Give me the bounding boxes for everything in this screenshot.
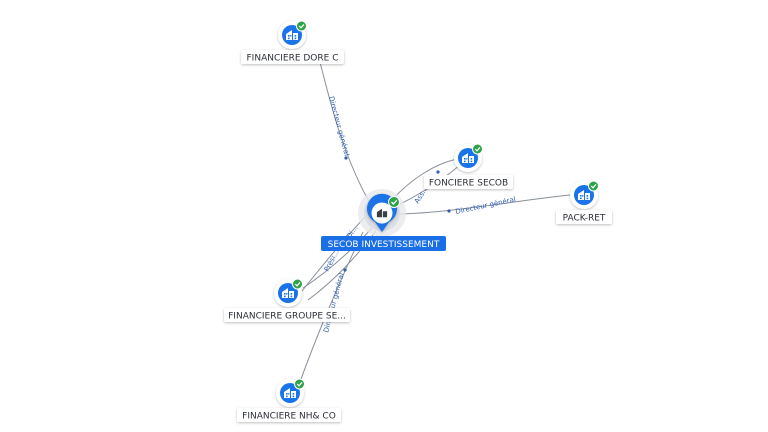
edge-arrows	[343, 156, 451, 272]
node-financiere-dore[interactable]	[278, 20, 307, 49]
node-label-financiere-dore[interactable]: FINANCIERE DORE C	[241, 50, 344, 64]
check-icon	[472, 143, 483, 155]
check-icon	[296, 20, 307, 32]
arrow-head	[343, 268, 347, 272]
node-pack-ret[interactable]	[570, 180, 599, 209]
edge-groupe-a[interactable]	[302, 227, 373, 289]
node-financiere-groupe[interactable]	[274, 278, 303, 307]
center-node[interactable]	[358, 189, 406, 237]
svg-text:FONCIERE SECOB: FONCIERE SECOB	[429, 179, 508, 189]
svg-text:FINANCIERE DORE C: FINANCIERE DORE C	[247, 54, 339, 64]
node-fonciere-secob[interactable]	[454, 143, 483, 172]
edge-label-packret: Directeur général	[455, 195, 517, 216]
edge-label-nh: Directeur général	[322, 272, 346, 333]
arrow-head	[436, 170, 440, 174]
edge-labels: Directeur général Ass... Directeur génér…	[322, 95, 516, 333]
arrow-head	[344, 156, 348, 160]
check-icon	[292, 278, 303, 290]
center-label-text: SECOB INVESTISSEMENT	[328, 240, 440, 250]
check-icon	[588, 180, 599, 192]
arrow-head	[447, 209, 451, 213]
building-icon	[376, 208, 388, 218]
svg-text:FINANCIERE GROUPE SE...: FINANCIERE GROUPE SE...	[228, 312, 346, 322]
edge-dore[interactable]	[319, 61, 373, 208]
svg-text:PACK-RET: PACK-RET	[563, 214, 606, 224]
edge-label-dore: Directeur général	[327, 95, 351, 156]
edge-fonciere-a[interactable]	[391, 158, 458, 201]
node-financiere-nh[interactable]	[276, 378, 305, 407]
node-label-pack-ret[interactable]: PACK-RET	[556, 210, 612, 224]
check-icon	[388, 196, 400, 208]
center-label[interactable]: SECOB INVESTISSEMENT	[321, 236, 446, 251]
check-icon	[294, 378, 305, 390]
edge-groupe-c[interactable]	[297, 215, 367, 297]
node-label-financiere-groupe[interactable]: FINANCIERE GROUPE SE...	[224, 308, 350, 322]
node-label-financiere-nh[interactable]: FINANCIERE NH& CO	[237, 408, 341, 422]
svg-text:FINANCIERE NH& CO: FINANCIERE NH& CO	[242, 412, 336, 422]
edge-packret[interactable]	[397, 194, 571, 215]
node-label-fonciere-secob[interactable]: FONCIERE SECOB	[424, 175, 513, 189]
